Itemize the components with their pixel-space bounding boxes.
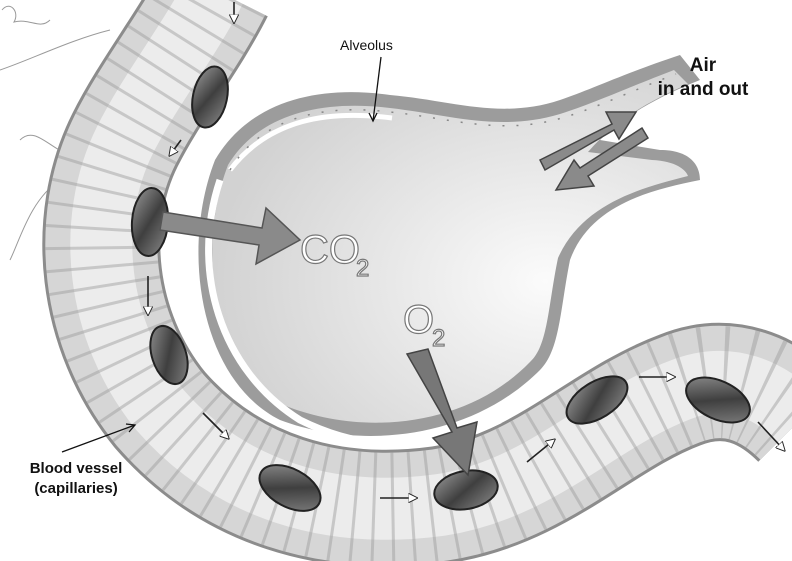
svg-text:O: O [403, 298, 434, 342]
svg-text:2: 2 [432, 325, 445, 352]
svg-text:2: 2 [356, 255, 369, 282]
alveolus-label: Alveolus [340, 37, 393, 53]
air-label-line2: in and out [628, 78, 778, 102]
blood-vessel-label-line1: Blood vessel [6, 459, 146, 479]
svg-text:CO: CO [300, 228, 360, 272]
blood-vessel-label: Blood vessel (capillaries) [6, 459, 146, 499]
air-label: Air in and out [628, 54, 778, 102]
air-label-line1: Air [628, 54, 778, 78]
blood-vessel-label-line2: (capillaries) [6, 479, 146, 499]
